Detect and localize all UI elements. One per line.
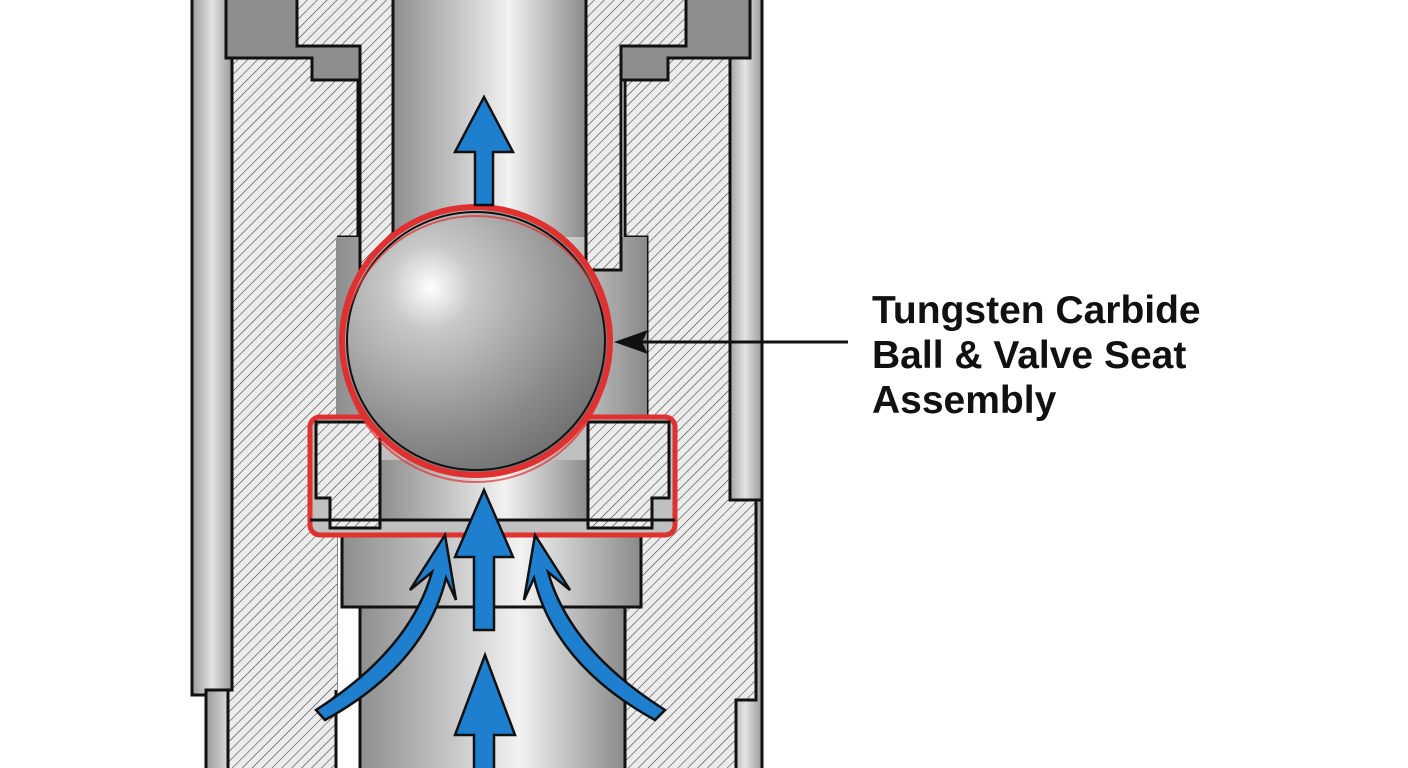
callout-label: Tungsten Carbide Ball & Valve Seat Assem… — [872, 288, 1201, 423]
valve-body — [226, 56, 758, 768]
curved-flow-arrow-icon — [314, 531, 458, 722]
callout-pointer-arrow-icon — [614, 330, 848, 354]
tungsten-carbide-ball — [339, 204, 613, 483]
flow-arrow-up-icon — [452, 94, 516, 207]
callout-line: Ball & Valve Seat — [872, 334, 1187, 377]
flow-arrow-up-icon — [453, 651, 517, 768]
flow-arrow-up-icon — [453, 486, 515, 632]
callout-line: Assembly — [872, 379, 1057, 422]
curved-flow-arrow-icon — [522, 531, 667, 722]
callout-line: Tungsten Carbide — [872, 289, 1201, 332]
